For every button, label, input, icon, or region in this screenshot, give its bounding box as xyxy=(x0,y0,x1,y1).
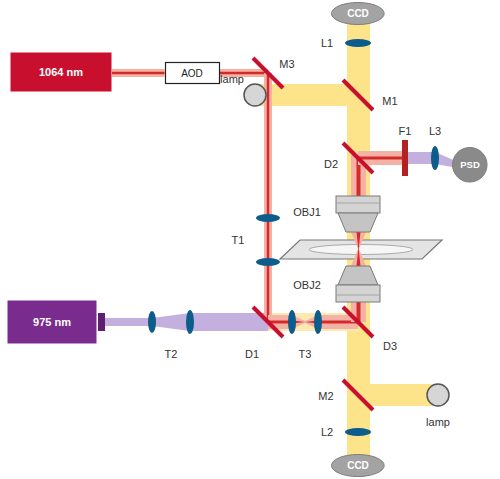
part-label: lamp xyxy=(220,73,244,85)
node-text: PSD xyxy=(460,160,480,170)
objective xyxy=(336,196,380,232)
sample-chamber xyxy=(309,245,413,255)
part-label: D3 xyxy=(383,340,397,352)
part-label: L1 xyxy=(321,37,333,49)
node-text: CCD xyxy=(347,8,369,19)
part-label: M2 xyxy=(318,390,333,402)
part-label: OBJ1 xyxy=(293,206,321,218)
laser-box: 975 nm xyxy=(7,300,97,344)
part-label: OBJ2 xyxy=(293,279,321,291)
camera: CCD xyxy=(331,2,385,25)
part-label: D2 xyxy=(324,158,338,170)
lamp-symbol xyxy=(427,384,449,406)
part-label: M3 xyxy=(279,58,294,70)
part-label: lamp xyxy=(426,416,450,428)
node-text: CCD xyxy=(347,460,369,471)
node-text: 975 nm xyxy=(33,316,71,328)
illumination-beam xyxy=(258,84,358,106)
lens xyxy=(148,39,439,436)
laser-box: 1064 nm xyxy=(10,52,112,92)
part-label: T3 xyxy=(299,348,312,360)
illumination-beam xyxy=(358,384,438,406)
part-label: D1 xyxy=(245,348,259,360)
beam-halo xyxy=(268,315,358,329)
lamp-symbol xyxy=(244,84,266,106)
node-text: AOD xyxy=(181,68,203,79)
node-text: 1064 nm xyxy=(39,66,83,78)
part-label: T1 xyxy=(232,234,245,246)
filter xyxy=(402,140,408,176)
objective xyxy=(336,266,380,302)
camera: CCD xyxy=(331,454,385,477)
1064-beam xyxy=(268,321,358,324)
beam-core xyxy=(112,72,165,75)
beam-halo xyxy=(268,313,358,331)
beam-halo xyxy=(264,73,272,322)
laser-head xyxy=(98,313,105,331)
modulator-box: AOD xyxy=(165,62,220,84)
1064-beam xyxy=(267,73,270,322)
part-label: M1 xyxy=(382,95,397,107)
part-label: L2 xyxy=(321,426,333,438)
1064-beam xyxy=(358,157,405,160)
part-label: T2 xyxy=(165,348,178,360)
part-label: F1 xyxy=(399,125,412,137)
beam-halo xyxy=(112,69,165,77)
laser-beam xyxy=(112,73,165,74)
part-label: L3 xyxy=(429,125,441,137)
detector: PSD xyxy=(452,147,488,183)
mirror xyxy=(253,58,373,410)
